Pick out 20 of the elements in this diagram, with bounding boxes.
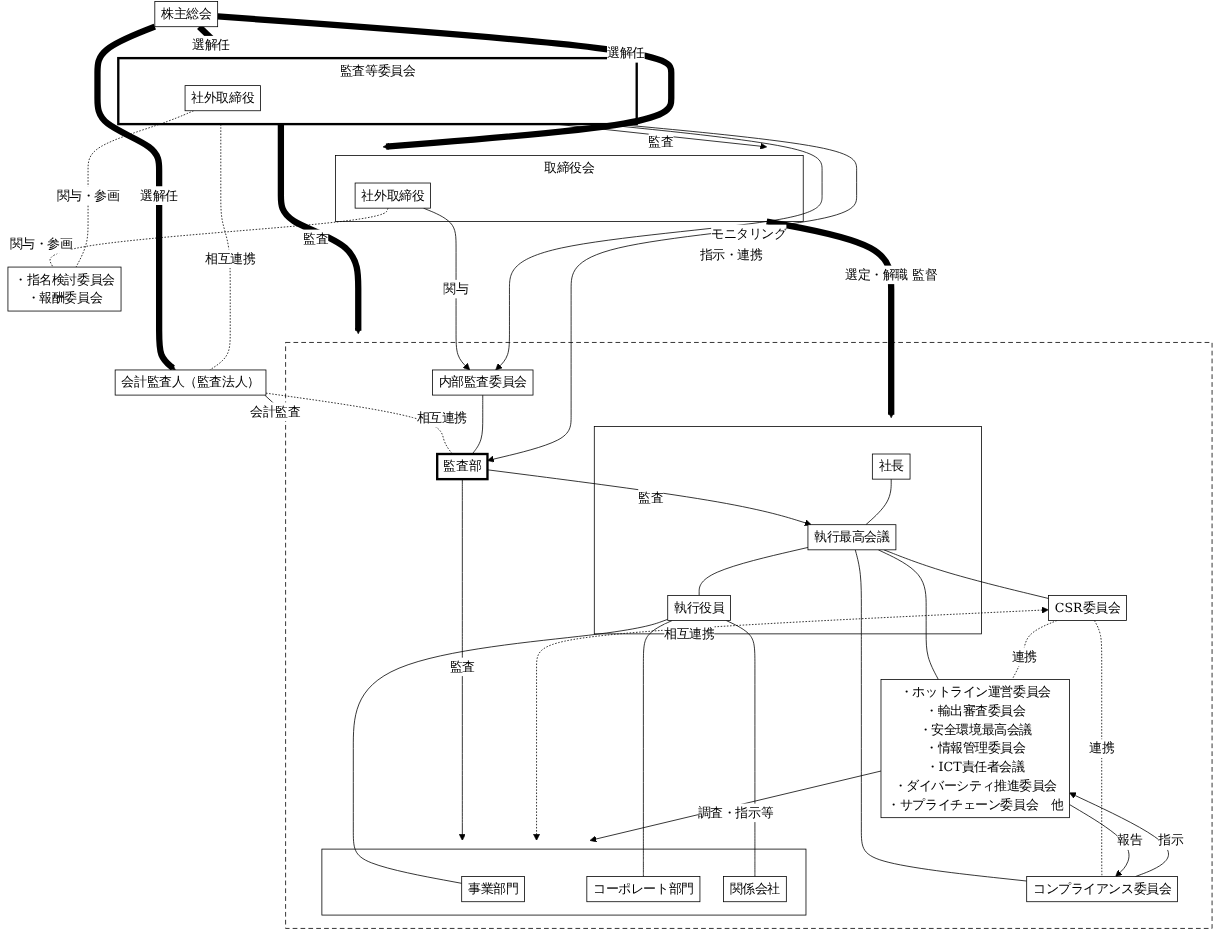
connector	[877, 549, 939, 680]
connector	[75, 110, 195, 268]
connector	[49, 207, 389, 268]
connector	[865, 478, 892, 526]
connector	[725, 620, 756, 877]
connector	[471, 394, 484, 455]
arrow	[217, 13, 675, 150]
cluster	[321, 848, 807, 916]
connector	[209, 123, 231, 371]
connector	[1094, 620, 1103, 877]
connector	[352, 618, 669, 884]
arrow	[766, 218, 895, 419]
arrow	[94, 23, 176, 371]
connector	[643, 620, 673, 877]
arrow	[277, 124, 362, 335]
connector	[883, 549, 1049, 599]
connector	[698, 547, 809, 596]
cluster	[285, 342, 1213, 929]
connector	[1011, 620, 1058, 680]
connector	[854, 549, 1028, 882]
